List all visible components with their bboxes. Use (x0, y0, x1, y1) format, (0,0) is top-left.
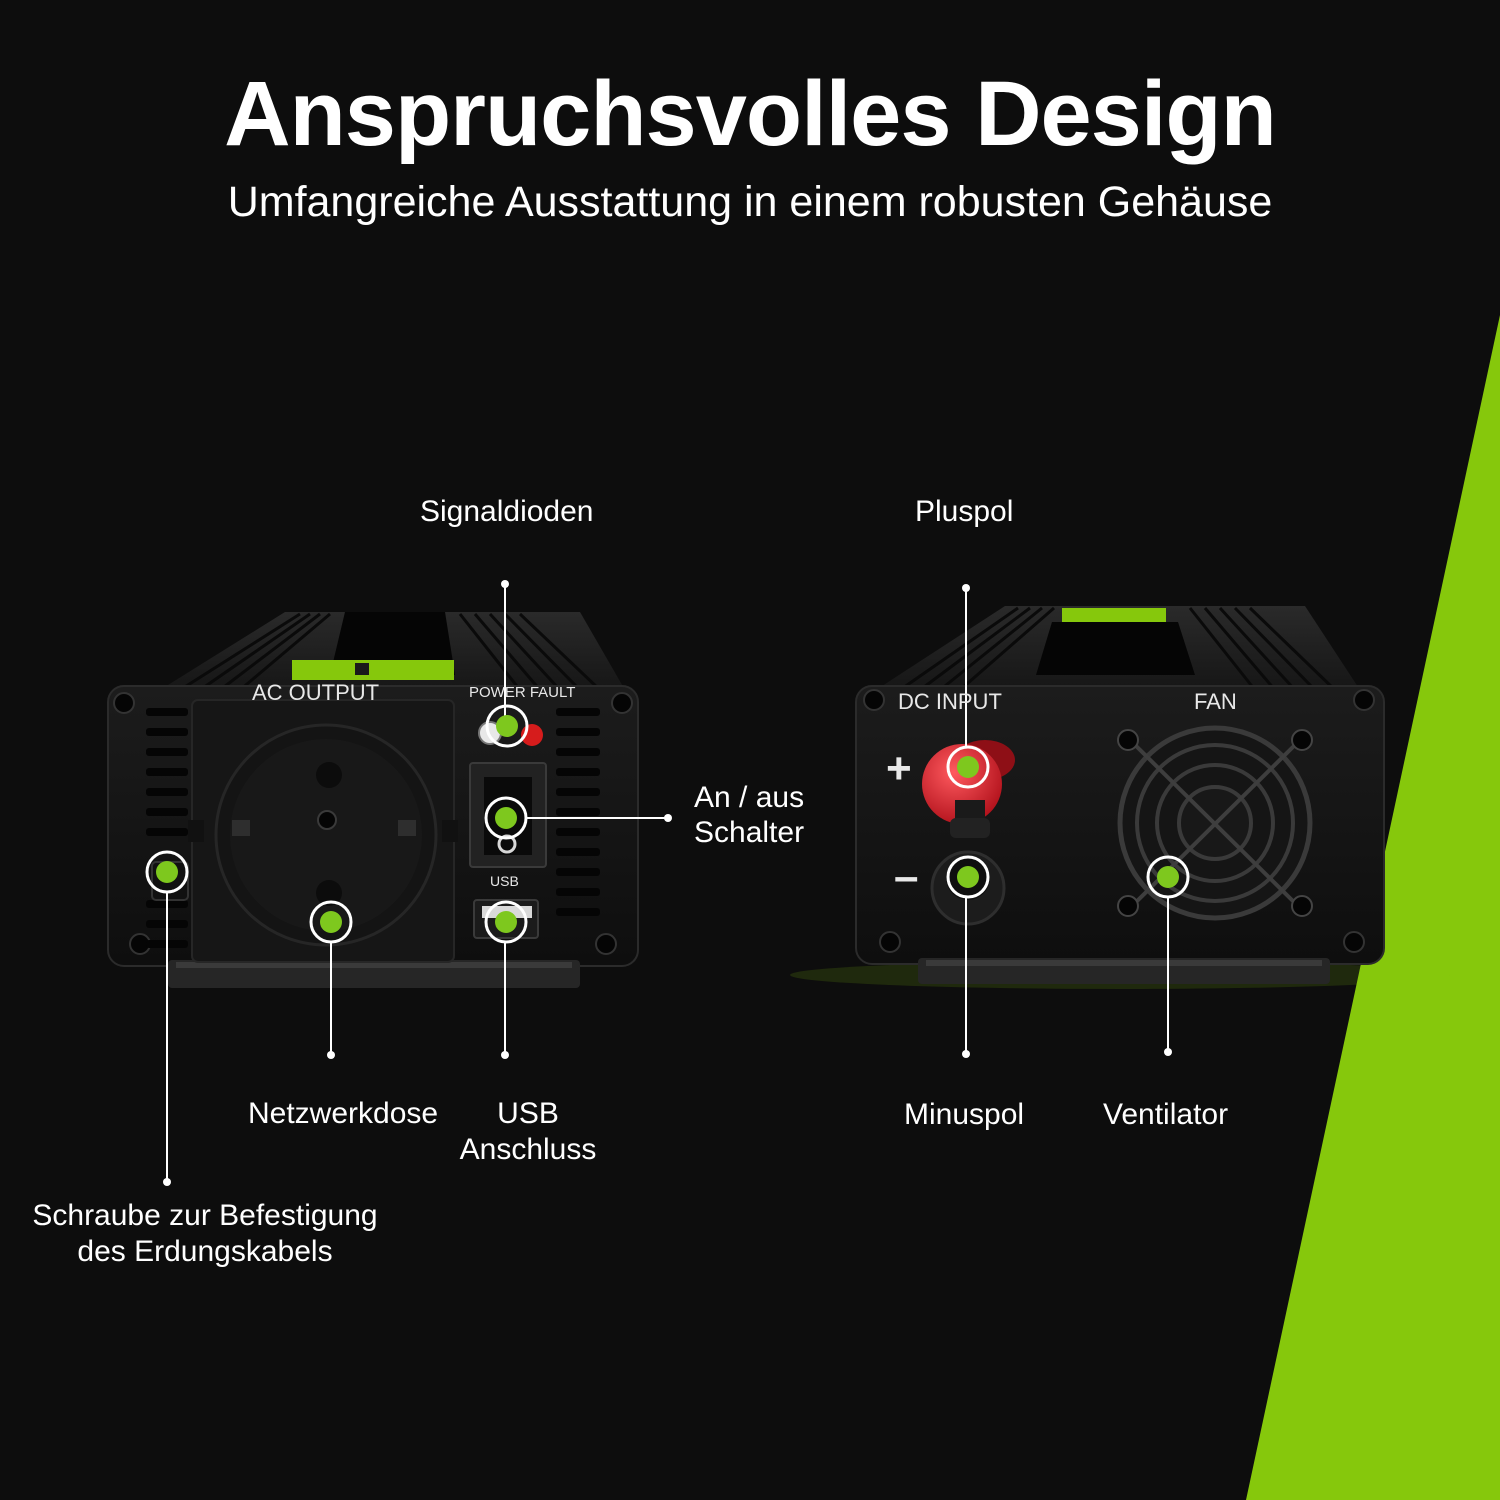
callout-ventilator: Ventilator (1103, 1098, 1229, 1131)
callout-an-aus-line2: Schalter (694, 816, 805, 849)
callout-netzwerkdose: Netzwerkdose (248, 1097, 439, 1130)
page-subtitle: Umfangreiche Ausstattung in einem robust… (227, 178, 1273, 226)
fan-panel-label: FAN (1194, 689, 1237, 714)
callout-minuspol: Minuspol (904, 1098, 1025, 1131)
minus-sign: – (894, 852, 919, 901)
fan-grille (1117, 725, 1313, 921)
callout-usb-line1: USB (497, 1097, 559, 1130)
page-title: Anspruchsvolles Design (224, 63, 1277, 165)
ac-output-panel-label: AC OUTPUT (252, 680, 380, 705)
callout-schraube-line2: des Erdungskabels (77, 1235, 333, 1268)
ac-socket (188, 699, 458, 963)
callout-signaldioden: Signaldioden (420, 495, 594, 528)
callout-an-aus-line1: An / aus (694, 781, 805, 814)
callout-markers (145, 704, 1190, 944)
callout-schraube-line1: Schraube zur Befestigung (32, 1199, 378, 1232)
callout-usb-line2: Anschluss (459, 1133, 597, 1166)
callout-pluspol: Pluspol (915, 495, 1014, 528)
inverter-front-view (107, 612, 639, 988)
power-fault-panel-label: POWER FAULT (469, 684, 576, 701)
plus-sign: + (886, 744, 912, 793)
inverter-rear-view (790, 606, 1450, 989)
dc-input-panel-label: DC INPUT (898, 689, 1002, 714)
usb-panel-label: USB (490, 873, 519, 889)
